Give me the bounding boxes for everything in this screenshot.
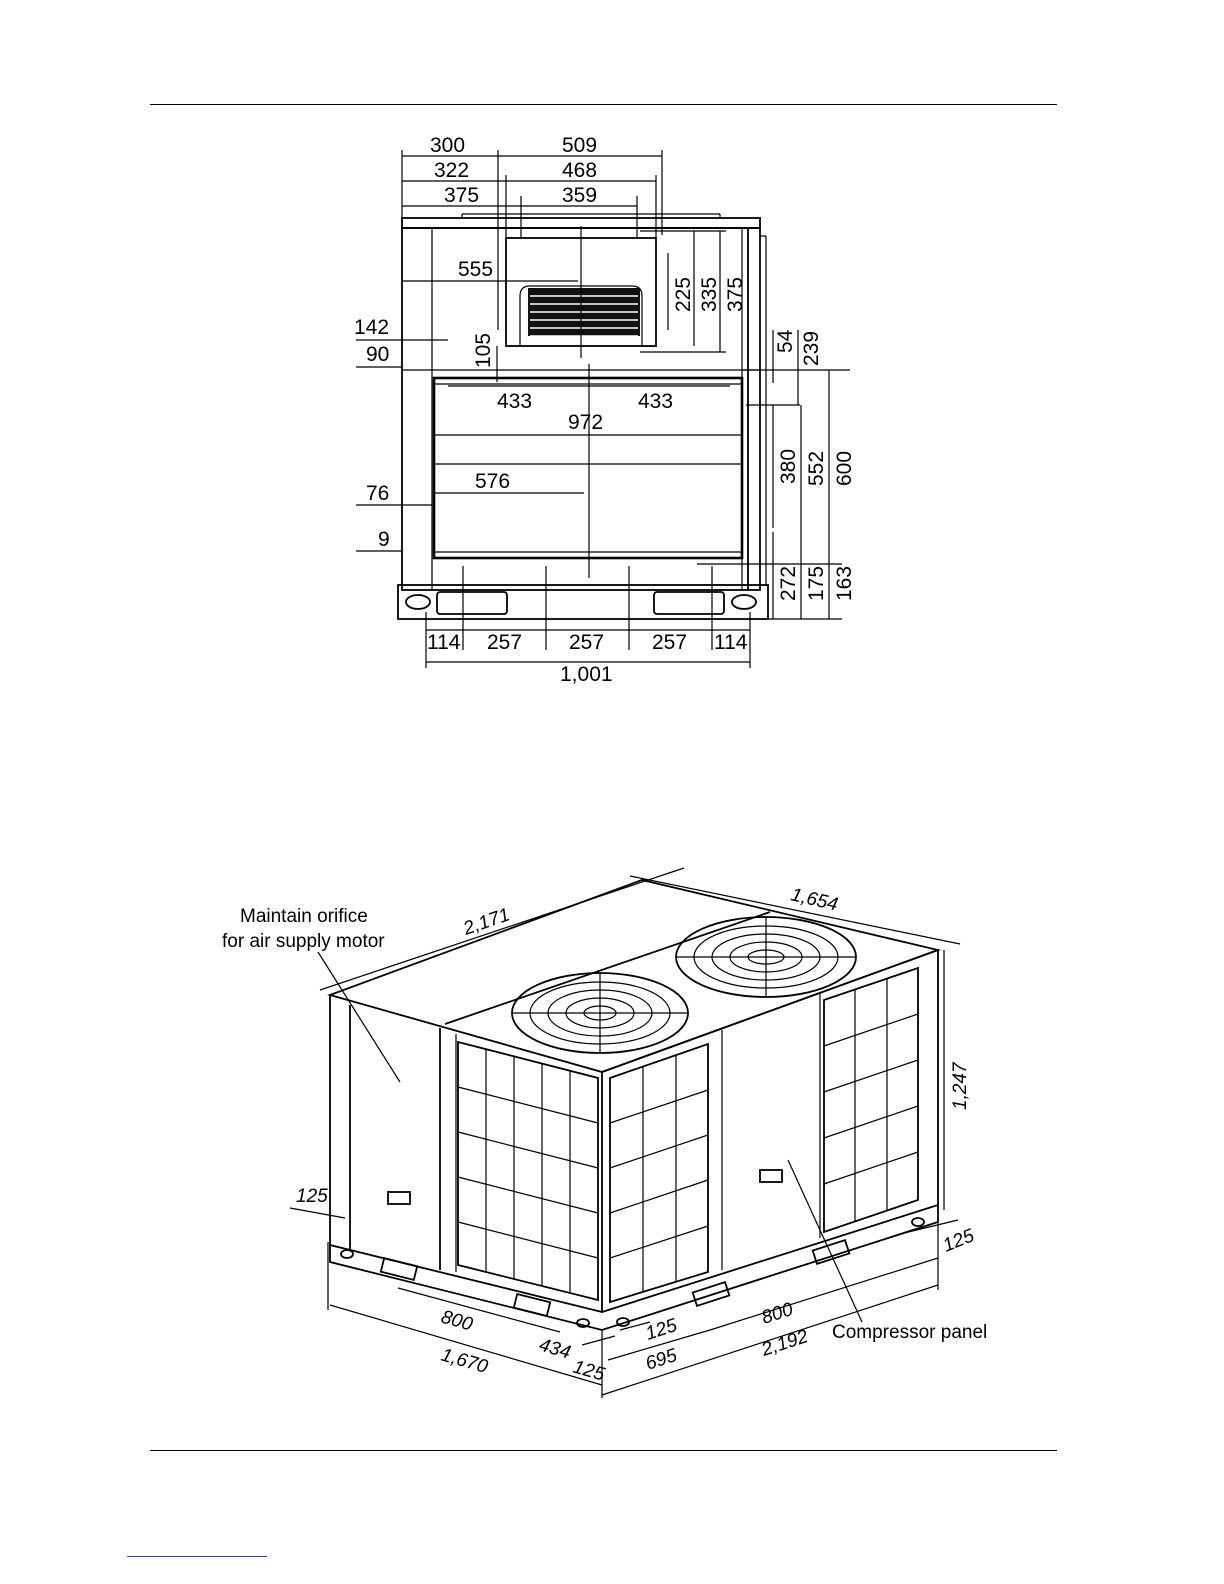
callout-orifice-line1: Maintain orifice (240, 906, 368, 927)
coil-grid-front (458, 1042, 598, 1300)
condenser-fan-right (676, 917, 856, 997)
iso-dim-800-right: 800 (759, 1299, 796, 1329)
iso-dim-800-left: 800 (439, 1307, 476, 1336)
iso-dim-695: 695 (643, 1345, 680, 1375)
iso-dim-125-left: 125 (296, 1186, 328, 1207)
callout-compressor-panel: Compressor panel (832, 1322, 987, 1343)
iso-dim-125-right: 125 (940, 1225, 978, 1257)
iso-dim-2192: 2,192 (758, 1326, 811, 1361)
coil-grid-right (824, 968, 918, 1232)
condenser-fan-left (512, 973, 688, 1053)
iso-dim-434: 434 (537, 1335, 573, 1364)
coil-grid-side (610, 1044, 708, 1302)
callout-orifice-line2: for air supply motor (222, 931, 385, 952)
iso-unit-outline (330, 880, 938, 1330)
iso-dim-1247: 1,247 (950, 1061, 971, 1110)
